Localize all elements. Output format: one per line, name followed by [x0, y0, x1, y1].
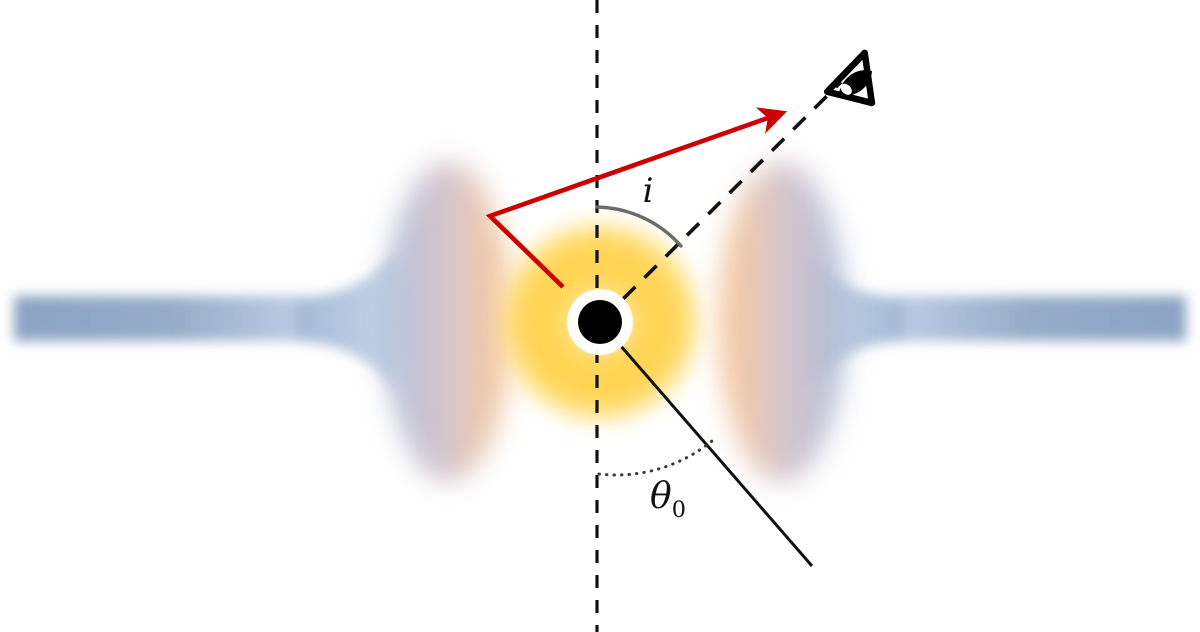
inclination-arc [595, 205, 683, 248]
scattered-ray-path [485, 107, 788, 289]
observer-eye-icon [823, 49, 876, 107]
opening-angle-label: θ0 [650, 476, 686, 523]
inclination-angle-label: i [643, 171, 654, 211]
theta-glyph: θ [650, 476, 672, 517]
outflow-axis-line [598, 321, 814, 567]
line-of-sight [600, 80, 843, 322]
theta-subscript: 0 [672, 497, 686, 523]
jet-right [802, 249, 1186, 392]
inclination-angle-glyph: i [643, 171, 654, 211]
opening-angle-arc [597, 439, 714, 477]
jet-left [14, 249, 398, 392]
lobe-right [718, 162, 846, 482]
central-black-hole [578, 300, 622, 344]
lobe-left [384, 162, 512, 482]
